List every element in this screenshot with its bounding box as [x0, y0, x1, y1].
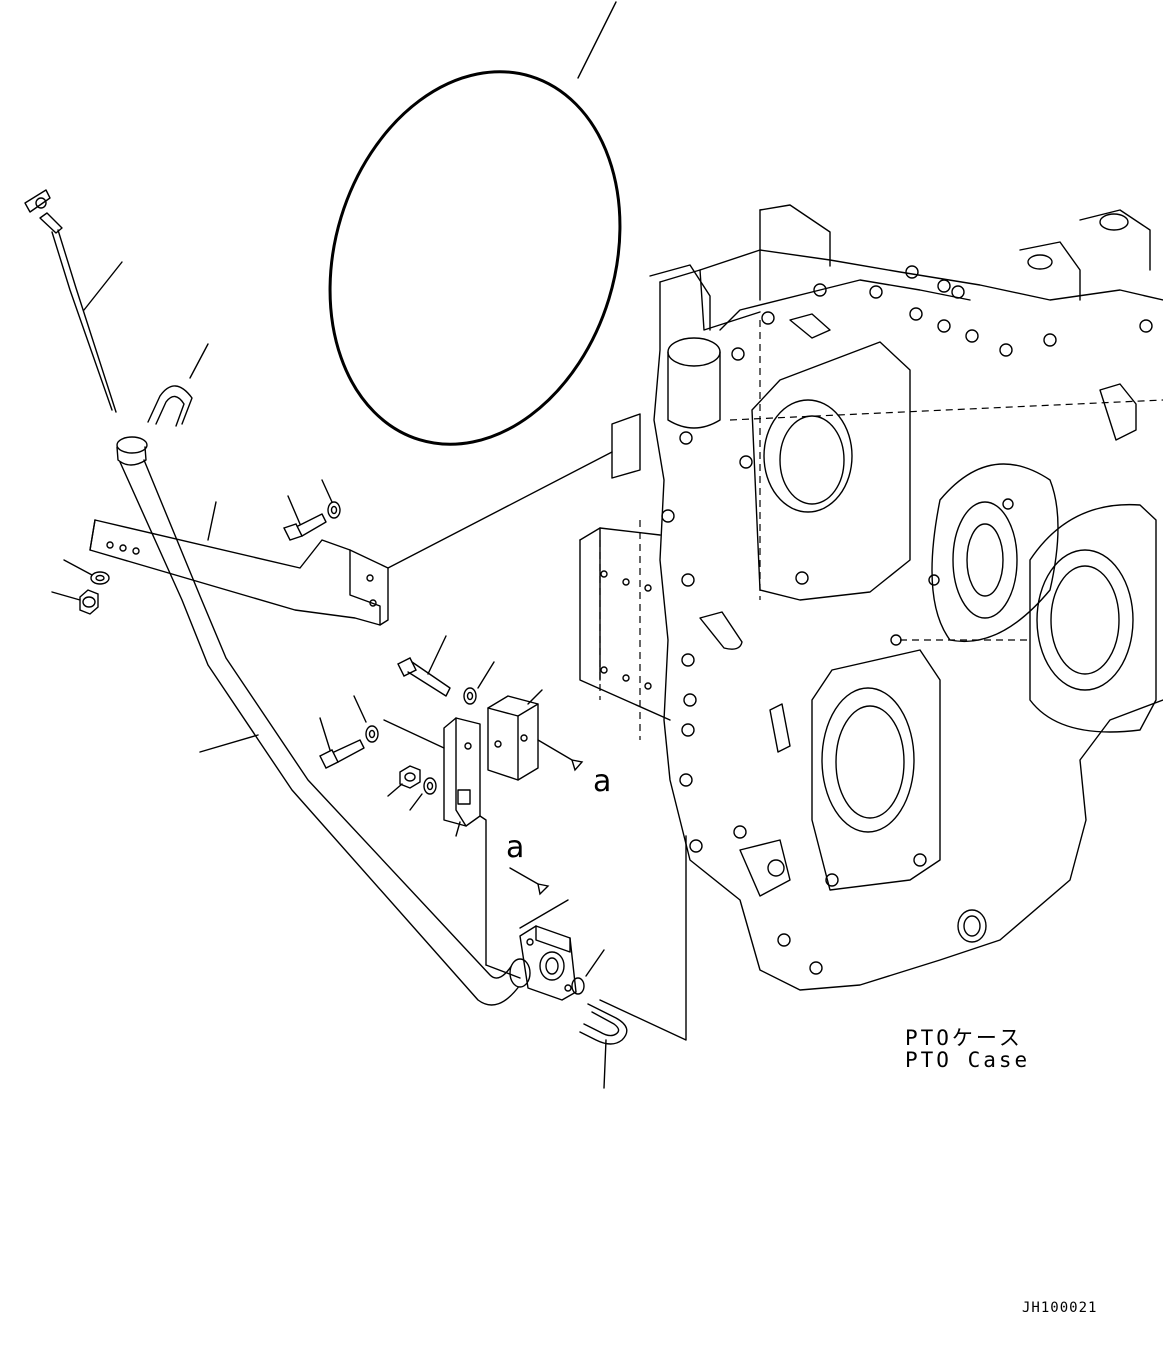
o-ring-gasket — [328, 1, 622, 446]
washer-mid — [463, 661, 495, 705]
nut-lower — [387, 765, 421, 797]
nut-left — [51, 589, 99, 615]
drawing-id: JH100021 — [1022, 1300, 1098, 1316]
bolt-top — [283, 495, 327, 541]
case-bolt-holes — [661, 265, 1153, 975]
flange-connector — [519, 925, 577, 1001]
u-clamp-top — [147, 343, 209, 427]
washer-lower — [409, 777, 437, 811]
clamp-plate — [443, 717, 481, 837]
spacer-block — [487, 689, 584, 781]
pto-case-label-en: PTO Case — [905, 1048, 1031, 1072]
view-a-label-1: a — [593, 764, 612, 799]
small-o-ring — [571, 949, 605, 995]
washer-mid-left — [353, 695, 445, 749]
dipstick — [24, 189, 123, 413]
long-bracket — [89, 451, 613, 626]
view-a-label-2: a — [506, 830, 525, 865]
washer-top — [321, 479, 341, 519]
pto-case — [579, 204, 1163, 991]
washer-left — [63, 559, 110, 585]
bolt-mid — [319, 717, 365, 769]
gauge-tube — [116, 436, 531, 1006]
long-bolt — [397, 635, 451, 697]
pto-case-label-jp: PTOケース — [905, 1026, 1023, 1050]
u-clamp-bottom — [579, 1003, 628, 1089]
